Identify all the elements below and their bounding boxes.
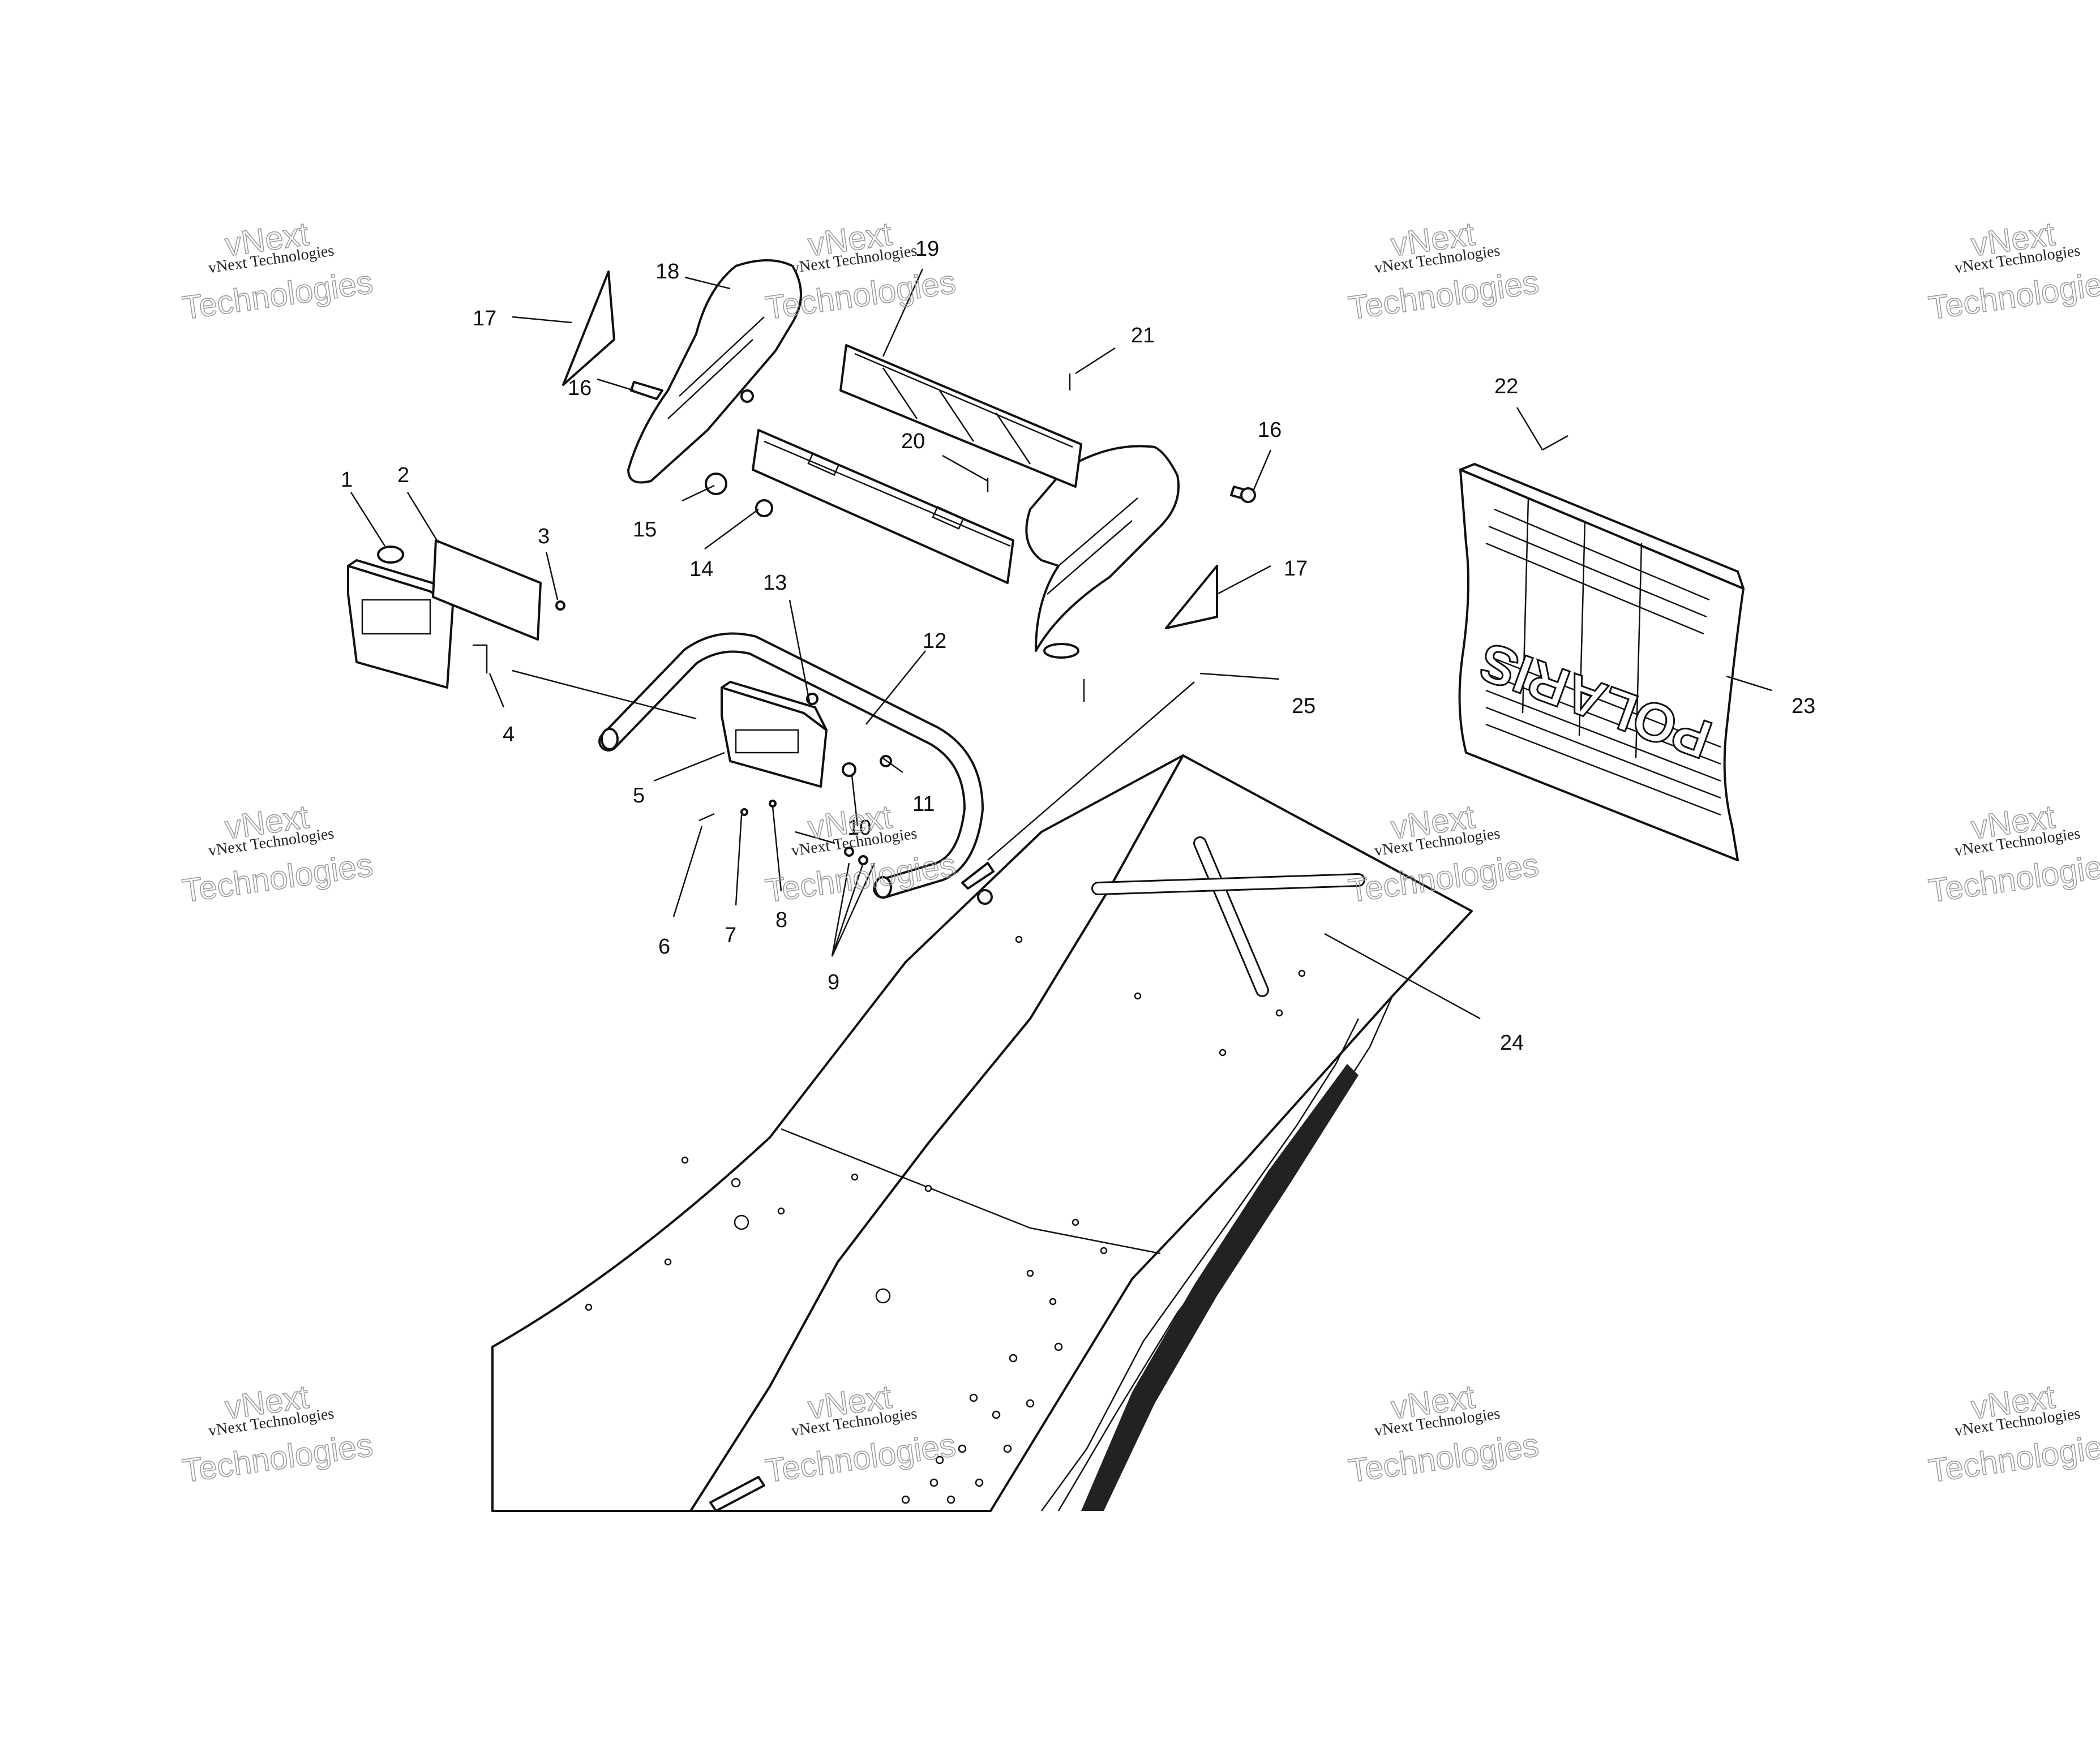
callout-18: 18: [655, 260, 679, 284]
watermark: vNext vNext Technologies Technologies: [179, 798, 375, 910]
callout-7: 7: [725, 924, 736, 947]
svg-text:Technologies: Technologies: [1926, 264, 2100, 327]
callout-11: 11: [912, 792, 935, 816]
callout-19: 19: [915, 237, 939, 261]
svg-text:Technologies: Technologies: [1926, 847, 2100, 909]
leader-lines: [350, 268, 1772, 1020]
left-side-cap: [627, 259, 802, 484]
reflector-right: [1165, 565, 1218, 629]
watermark: vNext vNext Technologies Technologies: [1926, 215, 2100, 327]
svg-text:Technologies: Technologies: [1926, 1427, 2100, 1489]
callout-16-right: 16: [1258, 418, 1282, 442]
lower-bracket: [752, 429, 1014, 584]
callout-9: 9: [828, 971, 839, 994]
watermark: vNext vNext Technologies Technologies: [1926, 1378, 2100, 1490]
callout-2: 2: [397, 463, 409, 487]
watermark: vNext vNext Technologies Technologies: [179, 215, 375, 327]
watermark: vNext vNext Technologies Technologies: [1345, 798, 1541, 910]
watermark: vNext vNext Technologies Technologies: [1345, 1378, 1541, 1490]
callout-4: 4: [503, 723, 515, 746]
taillight-assembly-left: [347, 539, 565, 689]
callout-24: 24: [1500, 1031, 1524, 1055]
taillight-assembly-bumper: [721, 681, 828, 788]
snowflap: POLARIS: [1458, 463, 1745, 861]
callout-22: 22: [1494, 375, 1518, 398]
right-side-cap: [1025, 445, 1180, 659]
callout-14: 14: [689, 557, 713, 581]
watermark: vNext vNext Technologies Technologies: [1345, 215, 1541, 327]
callout-10: 10: [847, 816, 871, 840]
callout-1: 1: [341, 468, 353, 492]
fasteners: [630, 373, 1568, 905]
tunnel-assembly: [491, 754, 1473, 1512]
callout-3: 3: [538, 525, 550, 548]
callout-25: 25: [1292, 694, 1315, 718]
callout-17-right: 17: [1284, 557, 1308, 581]
callout-5: 5: [633, 784, 645, 808]
callout-8: 8: [775, 908, 787, 932]
callout-13: 13: [763, 571, 787, 595]
callout-20: 20: [901, 430, 925, 453]
trim-strip: [987, 681, 1195, 861]
callout-21: 21: [1131, 324, 1155, 347]
callout-12: 12: [923, 629, 946, 653]
reflector-left: [562, 270, 615, 386]
watermark: vNext vNext Technologies Technologies: [1926, 798, 2100, 910]
callout-17-left: 17: [473, 307, 496, 330]
upper-bracket: [839, 344, 1082, 488]
callout-16-left: 16: [568, 376, 592, 400]
callout-labels: 1 2 3 4 5 6 7 8 9 10 11 12 13 14 15 16 1…: [341, 237, 1815, 1055]
watermark: vNext vNext Technologies Technologies: [179, 1378, 375, 1490]
callout-15: 15: [633, 518, 657, 542]
callout-23: 23: [1792, 694, 1815, 718]
callout-6: 6: [658, 935, 670, 959]
